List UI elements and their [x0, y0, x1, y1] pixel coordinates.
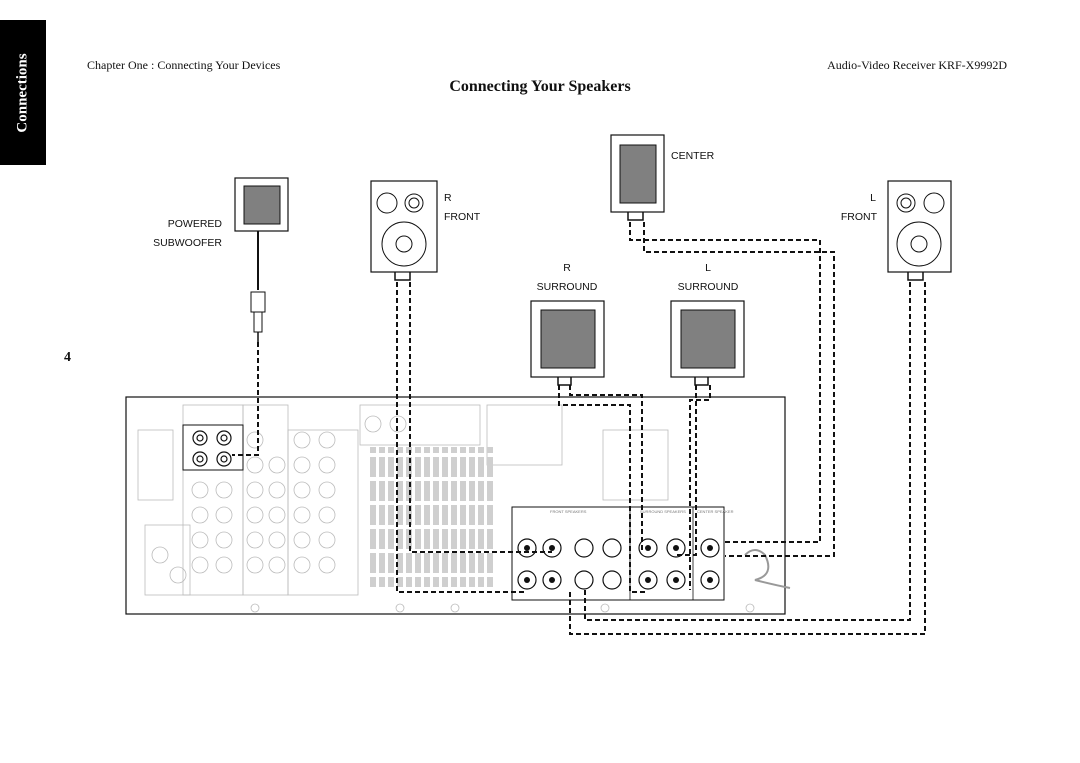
front-left-label: FRONT	[841, 211, 878, 223]
center-speaker-panel-label: CENTER SPEAKER	[697, 509, 734, 514]
center-wire-a	[629, 222, 821, 543]
page-title: Connecting Your Speakers	[449, 78, 631, 95]
front-left-wire-b	[569, 282, 926, 635]
subwoofer-label-line1: POWERED	[168, 218, 223, 230]
surround-right-wire-a	[558, 385, 648, 593]
front-speakers-panel-label: FRONT SPEAKERS	[550, 509, 587, 514]
front-right-speaker	[370, 180, 438, 273]
center-speaker	[610, 134, 665, 213]
surround-left-wire-b	[689, 385, 711, 590]
surround-right-side-label: R	[563, 262, 571, 274]
subwoofer-cable	[232, 342, 259, 456]
powered-subwoofer	[234, 177, 289, 342]
surround-left-wire-a	[676, 385, 697, 556]
front-right-side-label: R	[444, 192, 452, 204]
front-left-wire-a	[584, 282, 911, 621]
surround-left-speaker	[670, 300, 745, 378]
surround-right-wire-b	[569, 385, 643, 552]
center-label: CENTER	[671, 150, 715, 162]
surround-left-side-label: L	[705, 262, 711, 274]
model-header: Audio-Video Receiver KRF-X9992D	[827, 58, 1007, 72]
center-wire-b	[643, 222, 835, 557]
front-left-side-label: L	[870, 192, 876, 204]
connections-side-tab: Connections	[0, 20, 46, 165]
page-number: 4	[64, 350, 71, 365]
surround-right-label: SURROUND	[537, 281, 598, 293]
subwoofer-label-line2: SUBWOOFER	[153, 237, 222, 249]
speaker-wires	[232, 222, 926, 635]
receiver-rear-panel: FRONT SPEAKERS SURROUND SPEAKERS CENTER …	[125, 396, 791, 615]
surround-right-speaker	[530, 300, 605, 378]
front-right-label: FRONT	[444, 211, 481, 223]
surround-speakers-panel-label: SURROUND SPEAKERS	[640, 509, 686, 514]
chapter-header: Chapter One : Connecting Your Devices	[87, 58, 281, 72]
front-right-wire-b	[409, 282, 552, 553]
front-left-speaker	[887, 180, 952, 273]
front-right-wire-a	[396, 282, 527, 593]
surround-left-label: SURROUND	[678, 281, 739, 293]
